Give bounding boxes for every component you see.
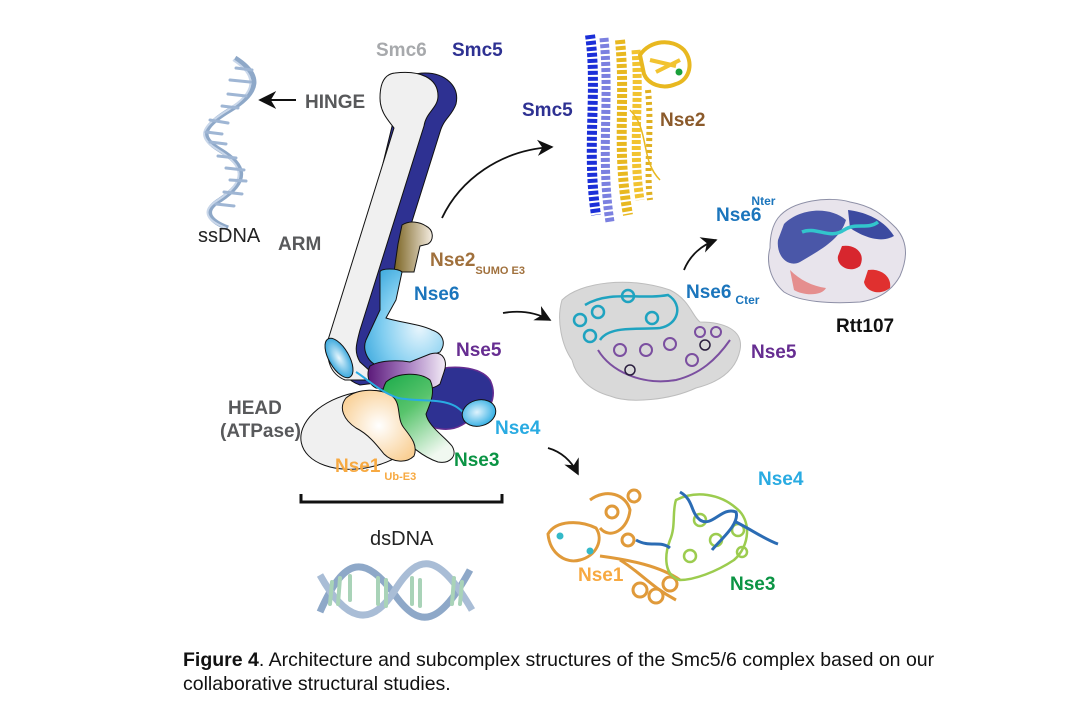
nse4-schematic: [461, 399, 497, 427]
structure-nse3-label: Nse3: [730, 574, 775, 595]
dsdna-helix-illustration: [316, 560, 476, 621]
structure-nse2-label: Nse2: [660, 110, 705, 131]
nse1-name: Nse1: [335, 456, 381, 477]
nse4-label: Nse4: [495, 418, 541, 439]
arrow-to-smc5-nse2-structure: [441, 139, 554, 219]
nse1-nse3-nse4-structure-image: [546, 488, 779, 605]
nse2-subscript: SUMO E3: [475, 265, 525, 277]
rtt107-surface-structure-image: [768, 198, 906, 304]
arm-label: ARM: [278, 234, 321, 255]
smc5-nse2-structure-image: [585, 34, 692, 223]
nse5-label: Nse5: [456, 340, 502, 361]
structure-smc5-label: Smc5: [522, 100, 573, 121]
dsdna-bracket: [299, 494, 504, 504]
nse1-subscript: Ub-E3: [384, 471, 416, 483]
structure-nse4-label: Nse4: [758, 469, 804, 490]
arrow-to-nse5-nse6-structure: [502, 305, 552, 321]
nse2-schematic: [393, 221, 433, 273]
nse5-nse6-structure-image: [559, 281, 741, 401]
ssdna-helix-illustration: [203, 55, 257, 231]
nse6-cter-name: Nse6: [686, 282, 731, 303]
arrow-to-nse1-nse3-nse4-structure: [547, 447, 579, 476]
hinge-label: HINGE: [305, 92, 365, 113]
head-label-line1: HEAD: [228, 398, 282, 419]
nse6-nter-name: Nse6: [716, 205, 761, 226]
figure-caption-text: . Architecture and subcomplex structures…: [183, 649, 935, 695]
nse4-c-terminal-domain: [324, 337, 354, 379]
smc6-label: Smc6: [376, 40, 427, 61]
smc5-label: Smc5: [452, 40, 503, 61]
nse6-cter-subscript: Cter: [735, 293, 759, 307]
nse2-name: Nse2: [430, 250, 475, 271]
ssdna-label: ssDNA: [198, 225, 261, 247]
nse3-label: Nse3: [454, 450, 499, 471]
nse6-label: Nse6: [414, 284, 459, 305]
structure-nse6-nter-label: Nse6Nter: [716, 194, 776, 226]
nse6-schematic: [364, 268, 444, 367]
nse2-label: Nse2SUMO E3: [430, 250, 525, 277]
figure-caption: Figure 4. Architecture and subcomplex st…: [183, 648, 943, 696]
nse6-nter-superscript: Nter: [751, 194, 775, 208]
figure-caption-label: Figure 4: [183, 649, 259, 671]
head-label-line2: (ATPase): [220, 421, 301, 442]
dsdna-label: dsDNA: [370, 528, 434, 550]
arrow-to-rtt107-structure: [683, 237, 718, 271]
structure-nse5-label: Nse5: [751, 342, 797, 363]
structure-nse1-label: Nse1: [578, 565, 624, 586]
rtt107-label: Rtt107: [836, 316, 894, 337]
